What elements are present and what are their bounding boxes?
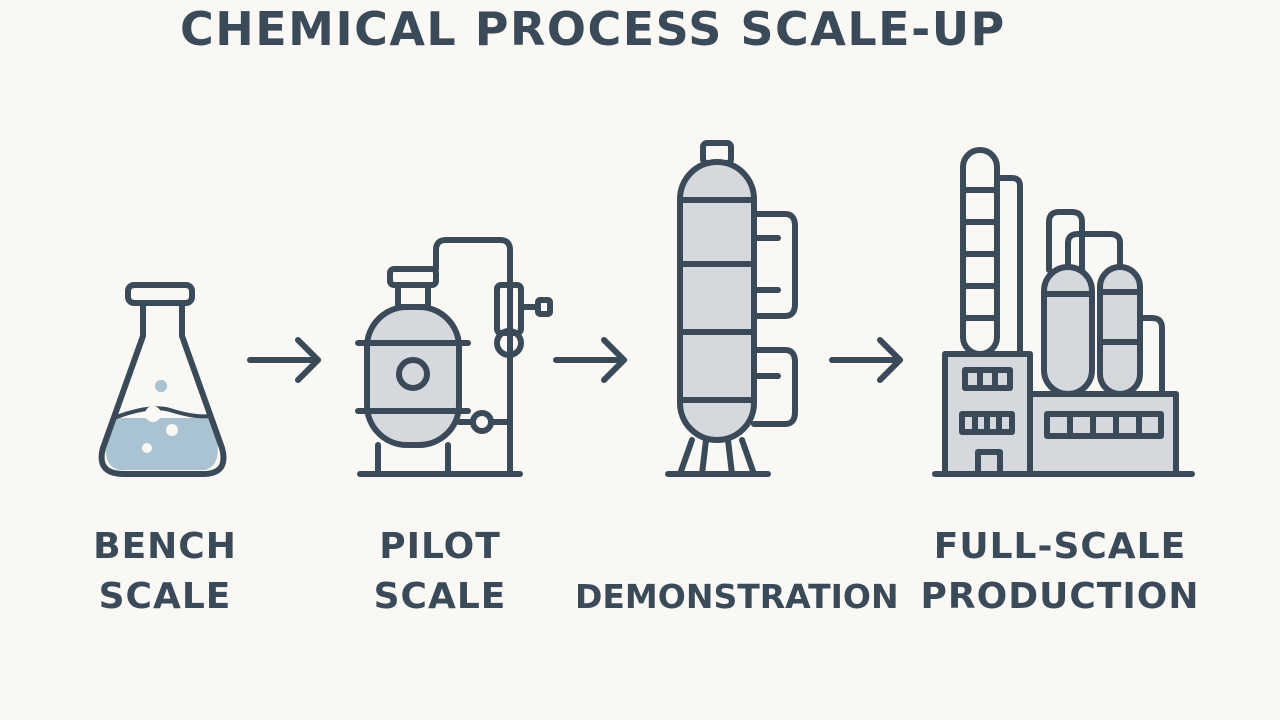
stage-label-line: BENCH (93, 526, 237, 567)
arrow-right-icon (553, 337, 627, 383)
stage-label-demonstration: DEMONSTRATION (575, 572, 899, 622)
factory-icon (932, 147, 1195, 477)
stage-label-bench: BENCH SCALE (65, 522, 265, 622)
stage-label-line: PILOT (379, 526, 501, 567)
pilot-reactor-icon (355, 237, 553, 477)
diagram-title: CHEMICAL PROCESS SCALE-UP (180, 2, 1006, 56)
arrow-right-icon (247, 337, 321, 383)
stage-label-pilot: PILOT SCALE (340, 522, 540, 622)
stage-label-full-scale: FULL-SCALE PRODUCTION (900, 522, 1220, 622)
stage-label-line: SCALE (373, 576, 507, 617)
stage-label-line: FULL-SCALE (933, 526, 1187, 567)
stage-label-line: SCALE (98, 576, 232, 617)
flask-icon (98, 282, 227, 477)
column-vessel-icon (665, 140, 798, 477)
stage-label-line: PRODUCTION (920, 576, 1200, 617)
stage-label-line: DEMONSTRATION (575, 577, 899, 616)
arrow-right-icon (829, 337, 903, 383)
